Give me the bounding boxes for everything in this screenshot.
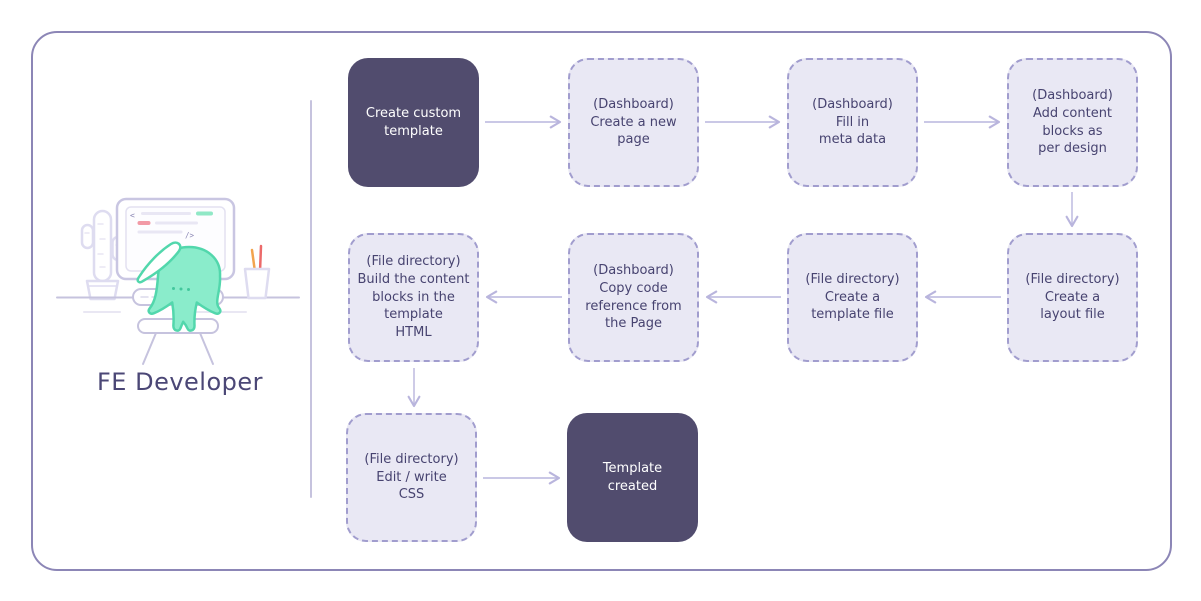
leaf-icon xyxy=(136,241,182,284)
flow-node-edit-write-css: (File directory) Edit / write CSS xyxy=(346,413,477,542)
flow-node-fill-in-meta-data: (Dashboard) Fill in meta data xyxy=(787,58,918,187)
flow-node-add-content-blocks: (Dashboard) Add content blocks as per de… xyxy=(1007,58,1138,187)
developer-illustration: < /> xyxy=(56,197,300,365)
outer-frame xyxy=(31,31,1172,571)
pencil-cup-icon xyxy=(243,244,271,300)
flow-node-create-template-file: (File directory) Create a template file xyxy=(787,233,918,362)
flow-node-template-created: Template created xyxy=(567,413,698,542)
svg-text:/>: /> xyxy=(185,231,195,240)
flow-node-create-new-page: (Dashboard) Create a new page xyxy=(568,58,699,187)
actor-label: FE Developer xyxy=(96,368,264,396)
flow-node-create-custom-template: Create custom template xyxy=(348,58,479,187)
flow-node-create-layout-file: (File directory) Create a layout file xyxy=(1007,233,1138,362)
divider-line xyxy=(310,100,312,498)
flow-node-copy-code-reference: (Dashboard) Copy code reference from the… xyxy=(568,233,699,362)
mascot-icon xyxy=(136,241,222,332)
svg-text:<: < xyxy=(130,211,135,220)
flow-node-build-content-blocks: (File directory) Build the content block… xyxy=(348,233,479,362)
